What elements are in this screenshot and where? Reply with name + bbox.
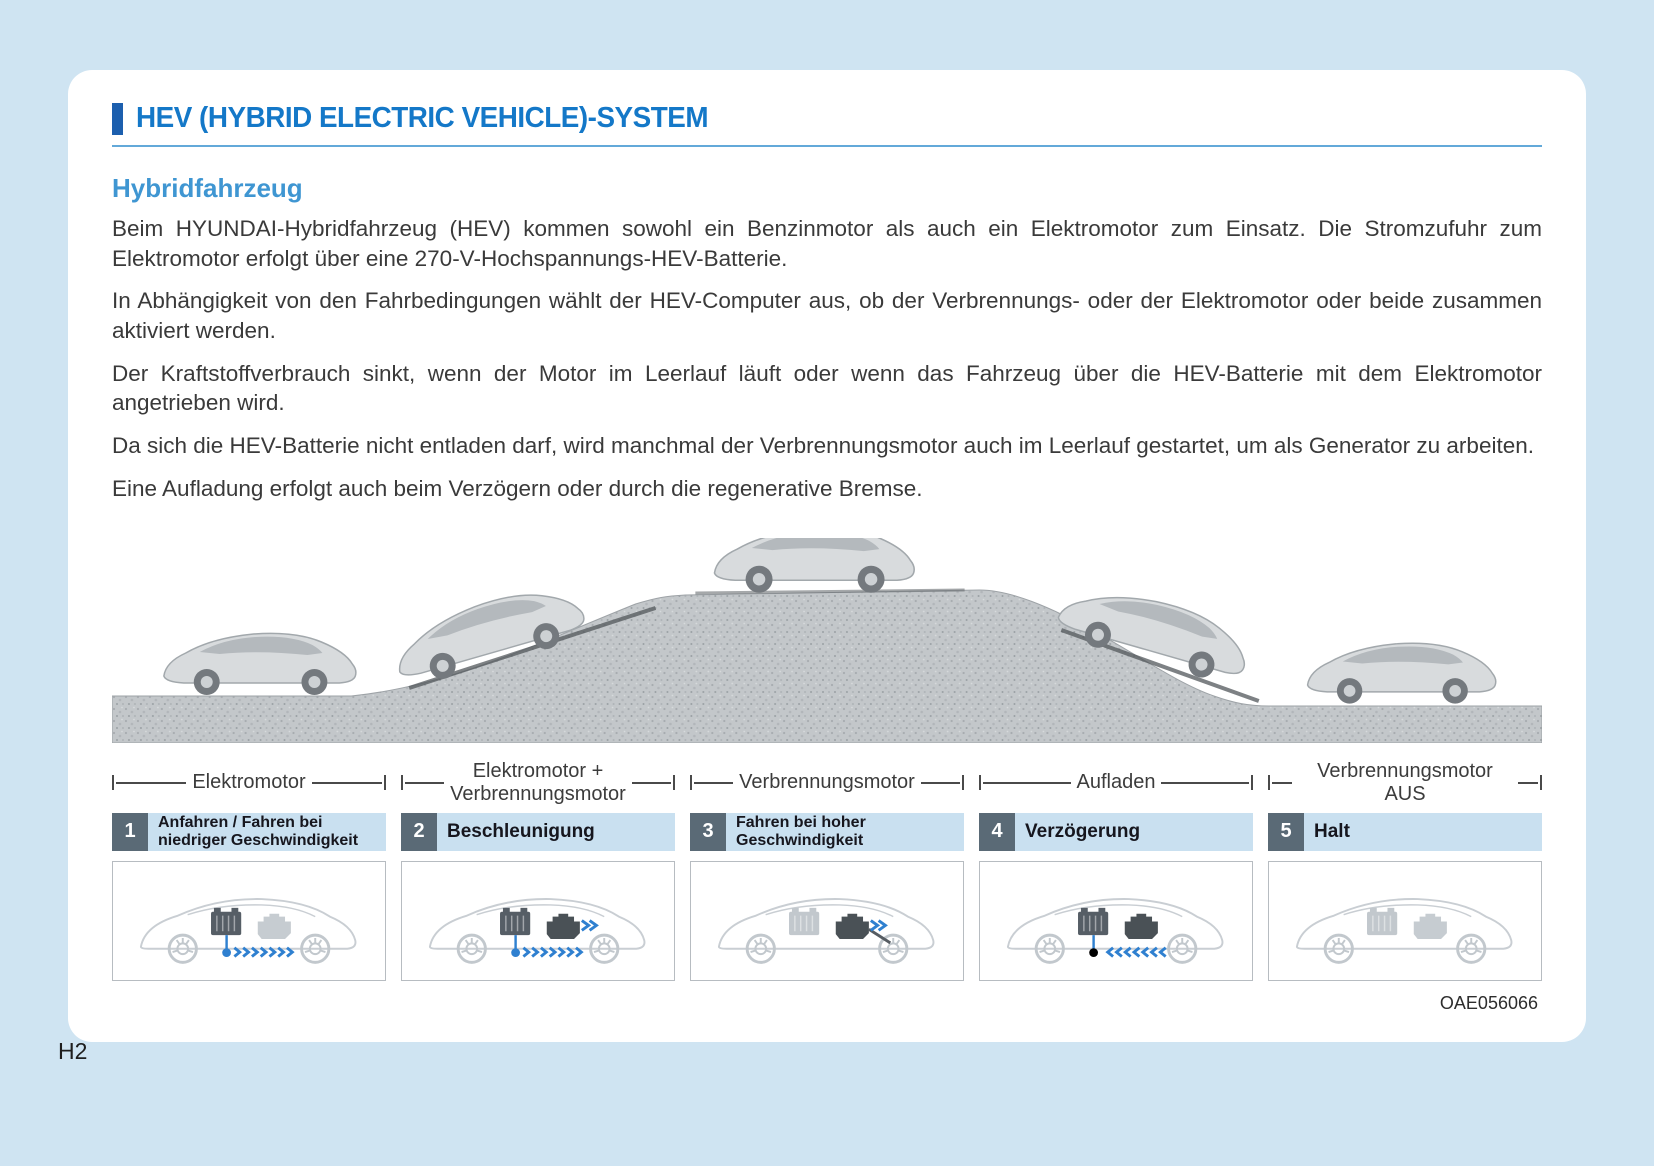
engine-icon (257, 913, 291, 939)
paragraph: Der Kraftstoffverbrauch sinkt, wenn der … (112, 360, 1542, 416)
battery-icon (1366, 906, 1398, 936)
engine-icon (1124, 913, 1158, 939)
diagram-box-acceleration (401, 860, 675, 981)
engine-icon (1413, 913, 1447, 939)
step-item: 2 Beschleunigung (401, 812, 675, 851)
figure-code: OAE056066 (1439, 992, 1538, 1013)
battery-icon (1077, 906, 1109, 936)
engine-output-arrow (580, 918, 598, 932)
powerflow-diagram (1006, 897, 1224, 964)
manual-page: HEV (HYBRID ELECTRIC VEHICLE)-SYSTEM Hyb… (68, 70, 1586, 1042)
phase-bracket-row: Elektromotor Elektromotor + Verbrennungs… (112, 757, 1542, 809)
engine-icon (835, 913, 869, 939)
hilltop-track (695, 588, 965, 594)
phase-bracket: Aufladen (979, 757, 1253, 809)
phase-label: Verbrennungsmotor (739, 771, 915, 793)
step-item: 3 Fahren bei hoher Geschwindigkeit (690, 812, 964, 851)
diagram-box-engine-drive (690, 860, 964, 981)
engine-icon (546, 913, 580, 939)
step-item: 4 Verzögerung (979, 812, 1253, 851)
step-label: Fahren bei hoher Geschwindigkeit (736, 813, 866, 849)
paragraph: Beim HYUNDAI-Hybridfahrzeug (HEV) kommen… (112, 216, 1542, 271)
phase-label: Elektromotor (192, 771, 306, 793)
phase-label: Verbrennungsmotor AUS (1317, 759, 1493, 805)
diagram-box-halt (1268, 860, 1542, 981)
step-label: Anfahren / Fahren bei niedriger Geschwin… (158, 813, 359, 849)
step-label: Halt (1314, 820, 1350, 842)
page-title: HEV (HYBRID ELECTRIC VEHICLE)-SYSTEM (136, 102, 709, 134)
diagram-box-ev-drive (112, 860, 386, 981)
diagram-box-regeneration (979, 860, 1253, 981)
step-label: Verzögerung (1025, 820, 1141, 842)
phase-bracket: Elektromotor (112, 757, 386, 809)
step-number-badge: 1 (112, 812, 148, 851)
body-copy: Beim HYUNDAI-Hybridfahrzeug (HEV) kommen… (112, 214, 1542, 504)
phase-bracket: Verbrennungsmotor (690, 757, 965, 809)
section-heading: Hybridfahrzeug (112, 173, 303, 203)
battery-icon (210, 906, 242, 936)
step-number-badge: 3 (690, 812, 726, 851)
step-number-badge: 2 (401, 812, 437, 851)
header-divider (112, 145, 1542, 147)
step-item: 5 Halt (1268, 812, 1542, 851)
powerflow-diagram (1295, 897, 1513, 964)
power-node (511, 947, 520, 957)
phase-label: Aufladen (1076, 771, 1156, 793)
battery-icon (499, 906, 531, 936)
paragraph: Da sich die HEV-Batterie nicht entladen … (112, 433, 1534, 459)
phase-label: Elektromotor + Verbrennungsmotor (450, 759, 626, 805)
header-accent-bar (112, 102, 123, 135)
phase-bracket: Verbrennungsmotor AUS (1268, 757, 1542, 809)
page-number: H2 (58, 1038, 88, 1064)
powerflow-diagram (717, 897, 935, 964)
engine-output-arrow (869, 918, 887, 932)
step-label: Beschleunigung (447, 820, 595, 842)
powerflow-diagram (139, 897, 357, 964)
phase-bracket: Elektromotor + Verbrennungsmotor (401, 757, 676, 809)
step-item: 1 Anfahren / Fahren bei niedriger Geschw… (112, 812, 386, 851)
powerflow-diagram (428, 897, 646, 964)
power-node (1089, 947, 1098, 957)
diagram-row (112, 860, 1542, 981)
paragraph: Eine Aufladung erfolgt auch beim Verzöge… (112, 475, 923, 501)
hill-illustration (112, 537, 1542, 743)
driveline (868, 927, 892, 944)
power-node (222, 947, 231, 957)
battery-icon (788, 906, 820, 936)
step-number-badge: 4 (979, 812, 1015, 851)
car-silhouette-flat-left (163, 632, 357, 696)
car-silhouette-hilltop (713, 537, 915, 594)
paragraph: In Abhängigkeit von den Fahrbedingungen … (112, 288, 1542, 344)
chapter-header: HEV (HYBRID ELECTRIC VEHICLE)-SYSTEM (112, 102, 1542, 135)
step-label-row: 1 Anfahren / Fahren bei niedriger Geschw… (112, 812, 1542, 851)
car-silhouette-flat-right (1306, 641, 1497, 704)
step-number-badge: 5 (1268, 812, 1304, 851)
hill-illustration-svg (112, 537, 1542, 743)
